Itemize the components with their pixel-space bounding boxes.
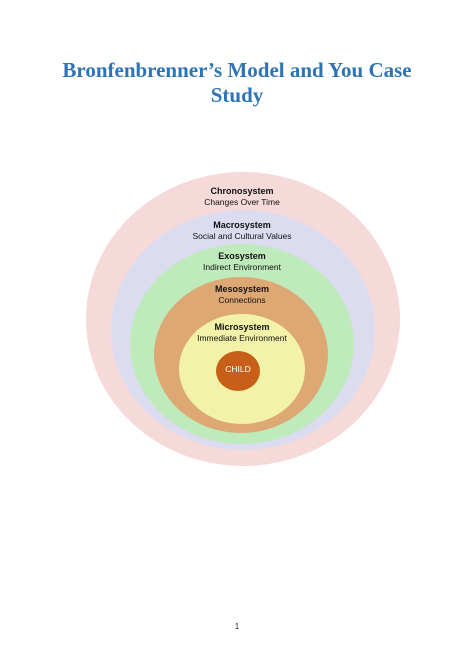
child-label: CHILD xyxy=(225,364,251,374)
chronosystem-label: Chronosystem Changes Over Time xyxy=(112,186,372,208)
exosystem-name: Exosystem xyxy=(218,251,266,261)
page-number: 1 xyxy=(234,622,240,631)
title-line-2: Study xyxy=(210,83,264,107)
microsystem-label: Microsystem Immediate Environment xyxy=(112,322,372,344)
exosystem-label: Exosystem Indirect Environment xyxy=(112,251,372,273)
exosystem-desc: Indirect Environment xyxy=(203,262,281,272)
microsystem-name: Microsystem xyxy=(214,322,270,332)
microsystem-desc: Immediate Environment xyxy=(197,333,287,343)
child-circle xyxy=(216,351,260,391)
title-line-1: Bronfenbrenner’s Model and You Case xyxy=(62,58,412,82)
macrosystem-desc: Social and Cultural Values xyxy=(192,231,292,241)
chronosystem-desc: Changes Over Time xyxy=(204,197,280,207)
mesosystem-name: Mesosystem xyxy=(214,284,270,294)
mesosystem-label: Mesosystem Connections xyxy=(112,284,372,306)
macrosystem-name: Macrosystem xyxy=(213,220,271,230)
macrosystem-label: Macrosystem Social and Cultural Values xyxy=(112,220,372,242)
chronosystem-name: Chronosystem xyxy=(210,186,274,196)
page-title: Bronfenbrenner’s Model and You Case Stud… xyxy=(40,58,434,108)
mesosystem-desc: Connections xyxy=(218,295,266,305)
